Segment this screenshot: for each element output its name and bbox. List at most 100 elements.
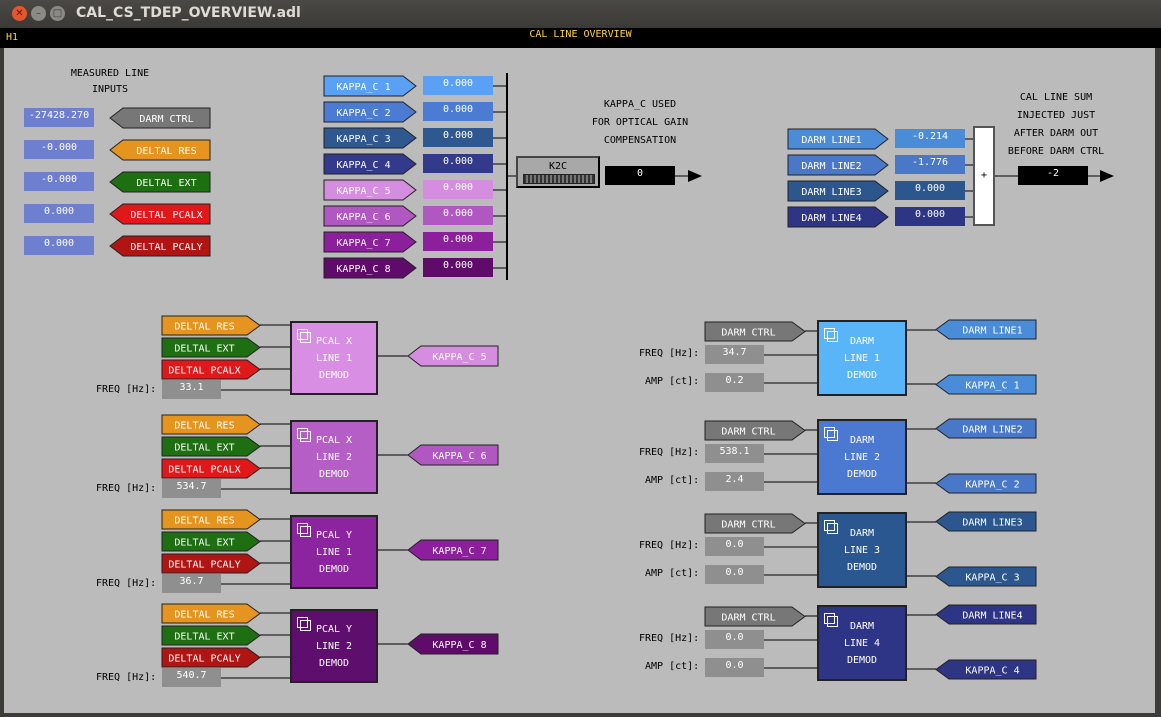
k2c-out-arrow xyxy=(688,170,702,182)
darm-kappa-out-tag[interactable]: KAPPA_C 4 xyxy=(935,659,1037,680)
kappa-value-readout: 0.000 xyxy=(423,258,493,277)
kappa-tag[interactable]: KAPPA_C 7 xyxy=(323,231,417,253)
title-bar: ✕ – □ CAL_CS_TDEP_OVERVIEW.adl xyxy=(0,0,1161,28)
kappa-note: KAPPA_C USED xyxy=(603,99,677,110)
maximize-icon[interactable]: □ xyxy=(50,6,65,21)
svg-text:KAPPA_C 8: KAPPA_C 8 xyxy=(432,640,486,651)
header-bar xyxy=(0,28,1161,48)
darm-line-out-tag[interactable]: DARM LINE2 xyxy=(935,418,1037,439)
minimize-icon[interactable]: – xyxy=(31,6,46,21)
darmline-tag[interactable]: DARM LINE1 xyxy=(787,128,889,150)
svg-text:KAPPA_C 4: KAPPA_C 4 xyxy=(965,666,1019,677)
input-channel-tag[interactable]: DELTAL PCALX xyxy=(109,203,211,225)
pcal-input-tag[interactable]: DELTAL EXT xyxy=(161,625,261,646)
block-label: LINE 1 xyxy=(315,352,353,364)
pcal-kappa-tag[interactable]: KAPPA_C 8 xyxy=(407,633,499,655)
kappa-value-readout: 0.000 xyxy=(423,128,493,147)
darmline-tag[interactable]: DARM LINE3 xyxy=(787,180,889,202)
darm-input-tag[interactable]: DARM CTRL xyxy=(704,513,806,534)
darm-line-out-tag[interactable]: DARM LINE3 xyxy=(935,511,1037,532)
darm-kappa-out-tag[interactable]: KAPPA_C 2 xyxy=(935,473,1037,494)
pcal-input-tag[interactable]: DELTAL RES xyxy=(161,509,261,530)
input-value-readout: -0.000 xyxy=(24,140,94,159)
pcal-input-tag[interactable]: DELTAL PCALY xyxy=(161,647,261,668)
kappa-value-readout: 0.000 xyxy=(423,180,493,199)
darmline-value-readout: -1.776 xyxy=(895,155,965,174)
amp-label: AMP [ct]: xyxy=(645,661,700,672)
pcal-kappa-tag[interactable]: KAPPA_C 7 xyxy=(407,539,499,561)
amp-label: AMP [ct]: xyxy=(645,475,700,486)
block-label: DEMOD xyxy=(318,468,350,480)
pcal-input-tag[interactable]: DELTAL EXT xyxy=(161,337,261,358)
input-channel-tag[interactable]: DELTAL EXT xyxy=(109,171,211,193)
darm-input-tag[interactable]: DARM CTRL xyxy=(704,420,806,441)
kappa-note: COMPENSATION xyxy=(603,135,677,146)
inputs-title: MEASURED LINE xyxy=(70,68,150,79)
darmline-tag[interactable]: DARM LINE4 xyxy=(787,206,889,228)
block-label: LINE 2 xyxy=(315,451,353,463)
kappa-value-readout: 0.000 xyxy=(423,206,493,225)
pcal-input-tag[interactable]: DELTAL EXT xyxy=(161,436,261,457)
darm-kappa-out-tag[interactable]: KAPPA_C 3 xyxy=(935,566,1037,587)
darm-line-out-tag[interactable]: DARM LINE1 xyxy=(935,319,1037,340)
svg-text:DELTAL RES: DELTAL RES xyxy=(174,421,234,432)
svg-text:DARM CTRL: DARM CTRL xyxy=(139,114,193,125)
close-icon[interactable]: ✕ xyxy=(12,6,27,21)
pcal-input-tag[interactable]: DELTAL PCALX xyxy=(161,359,261,380)
freq-readout: 0.0 xyxy=(705,630,764,649)
pcal-input-tag[interactable]: DELTAL RES xyxy=(161,414,261,435)
svg-text:KAPPA_C 5: KAPPA_C 5 xyxy=(336,186,390,197)
kappa-tag[interactable]: KAPPA_C 2 xyxy=(323,101,417,123)
related-display-icon xyxy=(824,427,838,441)
darm-line-out-tag[interactable]: DARM LINE4 xyxy=(935,604,1037,625)
input-channel-tag[interactable]: DELTAL RES xyxy=(109,139,211,161)
kappa-tag[interactable]: KAPPA_C 4 xyxy=(323,153,417,175)
freq-label: FREQ [Hz]: xyxy=(639,540,700,551)
pcal-input-tag[interactable]: DELTAL PCALX xyxy=(161,458,261,479)
svg-text:DARM CTRL: DARM CTRL xyxy=(721,328,775,339)
kappa-tag[interactable]: KAPPA_C 8 xyxy=(323,257,417,279)
k2c-button[interactable]: K2C xyxy=(516,156,600,188)
svg-text:DARM CTRL: DARM CTRL xyxy=(721,613,775,624)
freq-readout: 540.7 xyxy=(162,668,221,687)
kappa-note: FOR OPTICAL GAIN xyxy=(591,117,689,128)
kappa-tag[interactable]: KAPPA_C 1 xyxy=(323,75,417,97)
darmline-value-readout: 0.000 xyxy=(895,207,965,226)
svg-text:KAPPA_C 5: KAPPA_C 5 xyxy=(432,352,486,363)
pcal-kappa-tag[interactable]: KAPPA_C 5 xyxy=(407,345,499,367)
freq-label: FREQ [Hz]: xyxy=(96,672,157,683)
input-channel-tag[interactable]: DARM CTRL xyxy=(109,107,211,129)
pcal-kappa-tag[interactable]: KAPPA_C 6 xyxy=(407,444,499,466)
pcal-input-tag[interactable]: DELTAL PCALY xyxy=(161,553,261,574)
kappa-tag[interactable]: KAPPA_C 3 xyxy=(323,127,417,149)
block-label: DARM xyxy=(849,434,875,446)
darm-input-tag[interactable]: DARM CTRL xyxy=(704,606,806,627)
input-channel-tag[interactable]: DELTAL PCALY xyxy=(109,235,211,257)
window-title: CAL_CS_TDEP_OVERVIEW.adl xyxy=(76,5,301,21)
pcal-input-tag[interactable]: DELTAL EXT xyxy=(161,531,261,552)
block-label: PCAL X xyxy=(315,335,353,347)
kappa-tag[interactable]: KAPPA_C 6 xyxy=(323,205,417,227)
block-label: DARM xyxy=(849,620,875,632)
darmline-tag[interactable]: DARM LINE2 xyxy=(787,154,889,176)
darm-input-tag[interactable]: DARM CTRL xyxy=(704,321,806,342)
darm-kappa-out-tag[interactable]: KAPPA_C 1 xyxy=(935,374,1037,395)
screen-title: CAL LINE OVERVIEW xyxy=(529,29,632,40)
pcal-input-tag[interactable]: DELTAL RES xyxy=(161,315,261,336)
kappa-tag[interactable]: KAPPA_C 5 xyxy=(323,179,417,201)
block-label: DARM xyxy=(849,335,875,347)
sum-junction: + xyxy=(973,126,995,226)
block-label: LINE 2 xyxy=(843,451,881,463)
pcal-input-tag[interactable]: DELTAL RES xyxy=(161,603,261,624)
amp-readout: 0.2 xyxy=(705,373,764,392)
